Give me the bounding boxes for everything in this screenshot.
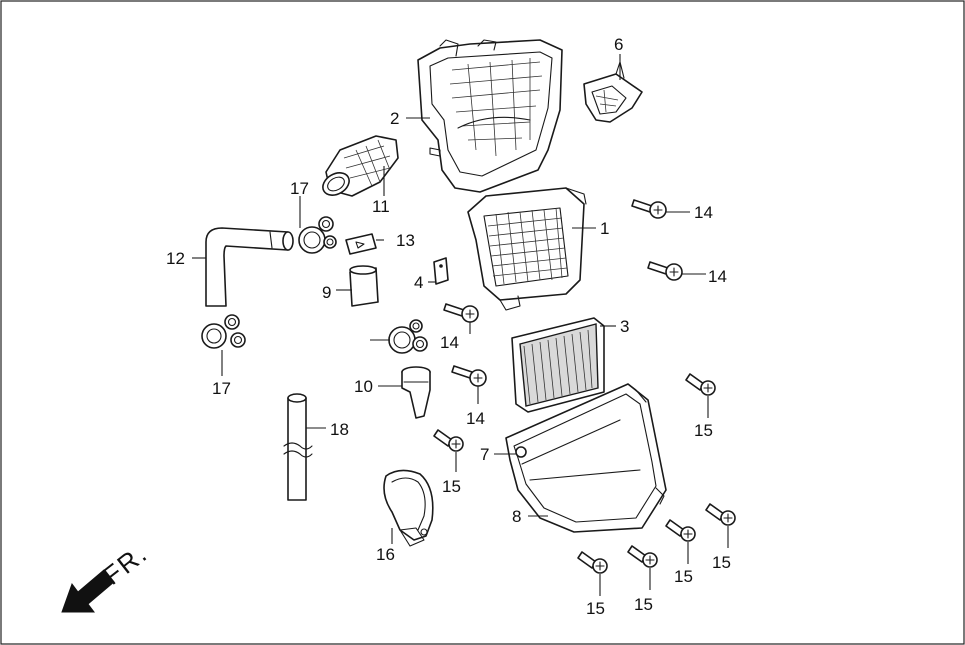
part-18-long-tube[interactable]	[283, 393, 313, 501]
screw-15-f[interactable]	[577, 551, 608, 574]
screw-15-d[interactable]	[665, 519, 696, 542]
part-4-clip[interactable]	[433, 257, 449, 285]
callout-17-b: 17	[212, 379, 231, 398]
callout-18: 18	[330, 420, 349, 439]
screw-15-c[interactable]	[705, 503, 736, 526]
part-6-duct[interactable]	[583, 61, 643, 123]
part-13-clamp[interactable]	[345, 233, 377, 255]
part-12-elbow-hose[interactable]	[205, 227, 294, 307]
callout-12: 12	[166, 249, 185, 268]
part-3-filter-element[interactable]	[511, 317, 605, 413]
screw-15-b[interactable]	[433, 429, 464, 452]
callout-15-f: 15	[586, 599, 605, 618]
callout-15-d: 15	[674, 567, 693, 586]
front-direction-indicator: FR.	[61, 538, 153, 613]
part-11-intake-boot[interactable]	[319, 135, 399, 200]
callout-15-e: 15	[634, 595, 653, 614]
callout-10: 10	[354, 377, 373, 396]
part-8-housing-lower[interactable]	[505, 383, 667, 533]
callout-15-a: 15	[694, 421, 713, 440]
callout-6: 6	[614, 35, 623, 54]
screw-14-b[interactable]	[647, 261, 683, 281]
part-1-element-case[interactable]	[467, 187, 587, 311]
screw-14-d[interactable]	[451, 365, 487, 387]
part-2-housing-upper[interactable]	[417, 39, 563, 193]
callout-15-b: 15	[442, 477, 461, 496]
part-17-rings-lower[interactable]	[201, 314, 246, 349]
callout-16: 16	[376, 545, 395, 564]
callout-14-d: 14	[466, 409, 485, 428]
callout-13: 13	[396, 231, 415, 250]
front-arrow-icon	[61, 569, 115, 613]
callout-17-a: 17	[290, 179, 309, 198]
callout-4: 4	[414, 273, 423, 292]
screw-15-a[interactable]	[685, 373, 716, 396]
callout-7: 7	[480, 445, 489, 464]
callout-9: 9	[322, 283, 331, 302]
callout-11: 11	[372, 197, 390, 216]
callout-8: 8	[512, 507, 521, 526]
callout-labels: 1 2 3 4 6 7 8 9 10 11 12 13 14 14 14 14 …	[166, 35, 731, 618]
part-17-rings-upper[interactable]	[298, 216, 337, 254]
screw-15-e[interactable]	[627, 545, 658, 568]
part-10-drain-plug[interactable]	[401, 366, 431, 419]
callout-1: 1	[600, 219, 609, 238]
callout-14-a: 14	[694, 203, 713, 222]
callout-2: 2	[390, 109, 399, 128]
leader-lines	[192, 54, 729, 596]
part-9-tube[interactable]	[349, 265, 379, 307]
callout-3: 3	[620, 317, 629, 336]
rings-near-part-10[interactable]	[388, 319, 428, 354]
callout-15-c: 15	[712, 553, 731, 572]
callout-14-b: 14	[708, 267, 727, 286]
screw-14-a[interactable]	[631, 199, 667, 219]
screw-14-c[interactable]	[443, 303, 479, 323]
callout-14-c: 14	[440, 333, 459, 352]
part-16-band-clamp[interactable]	[383, 469, 434, 547]
element-mesh	[487, 207, 568, 285]
